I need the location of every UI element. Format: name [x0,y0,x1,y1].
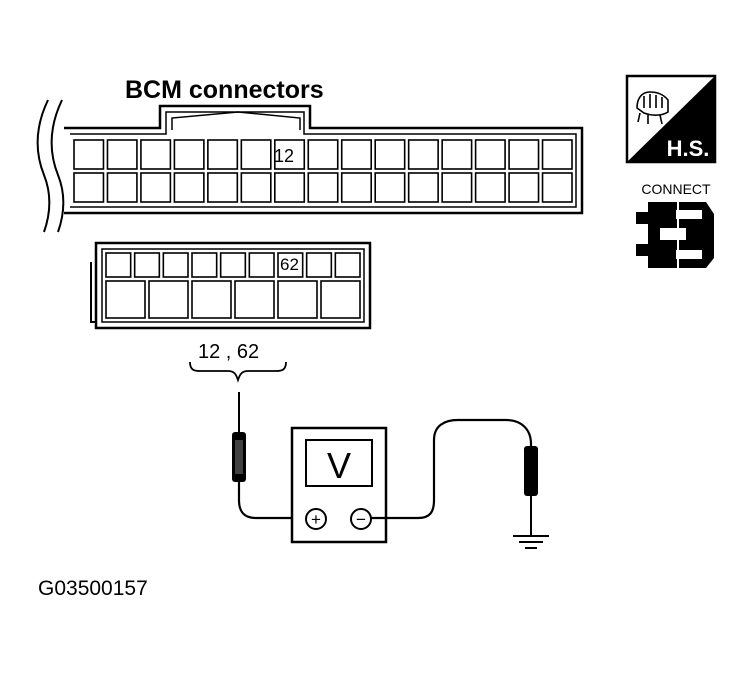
pin-label-12: 12 [274,146,294,166]
bcm-connector-lower [90,241,372,330]
connector-plug-icon [636,202,714,268]
connector-pin-cavity [140,139,172,170]
connector-pin-cavity [219,252,247,278]
connector-pin-cavity [173,139,205,170]
connector-pin-cavity [207,139,239,170]
connector-pin-cavity [277,252,304,278]
probe-terminal-label: 12 , 62 [198,341,259,363]
connector-pin-cavity [508,139,540,170]
voltmeter: V + − [290,426,388,544]
connector-pin-cavity [441,172,473,203]
connect-label: CONNECT [641,181,711,197]
connector-pin-cavity [73,172,105,203]
connector-pin-cavity [320,280,361,319]
connector-pin-cavity [240,139,272,170]
connector-pin-cavity [191,252,218,278]
connector-pin-cavity [541,139,573,170]
connector-pin-cavity [407,139,439,170]
hand-icon [636,91,669,125]
positive-terminal-icon [305,508,327,530]
connector-pin-cavity [273,139,306,170]
connector-pin-cavity [73,139,105,170]
connector-pin-cavity [305,252,333,278]
connector-pin-cavity [277,280,318,319]
connector-pin-cavity [508,172,540,203]
figure-id: G03500157 [38,577,148,600]
connector-pin-cavity [234,280,275,319]
connector-pin-cavity [106,172,138,203]
voltmeter-display: V [327,445,351,486]
connector-pin-cavity [248,252,275,278]
connector-pin-cavity [207,172,239,203]
hs-badge: H.S. [625,74,717,164]
connector-pin-cavity [191,280,232,319]
connector-pin-cavity [374,172,406,203]
positive-terminal-symbol: + [311,510,321,529]
negative-probe [371,418,538,536]
negative-terminal-symbol: − [356,510,366,529]
hs-badge-label: H.S. [667,136,710,161]
connector-pin-cavity [140,172,172,203]
connector-pin-cavity [474,172,506,203]
positive-probe [232,392,302,520]
connector-pin-cavity [133,252,161,278]
connector-pin-cavity [240,172,272,203]
connector-pin-cavity [106,139,138,170]
pin-label-62: 62 [280,255,299,274]
connector-pin-cavity [340,172,373,203]
connector-pin-cavity [307,172,339,203]
ground-icon [513,535,549,549]
connector-pin-cavity [407,172,439,203]
connector-pin-cavity [105,252,132,278]
probe-brace [189,361,287,383]
connector-pin-cavity [374,139,406,170]
connector-pin-cavity [441,139,473,170]
connector-pin-cavity [334,252,361,278]
connector-pin-cavity [474,139,506,170]
connector-pin-cavity [173,172,205,203]
bcm-connector-upper [36,99,584,233]
diagram-title: BCM connectors [125,76,324,104]
connector-pin-cavity [105,280,146,319]
connector-pin-cavity [340,139,373,170]
connector-pin-cavity [148,280,189,319]
connector-pin-cavity [541,172,573,203]
connector-pin-cavity [273,172,306,203]
connector-pin-cavity [307,139,339,170]
connector-pin-cavity [162,252,189,278]
